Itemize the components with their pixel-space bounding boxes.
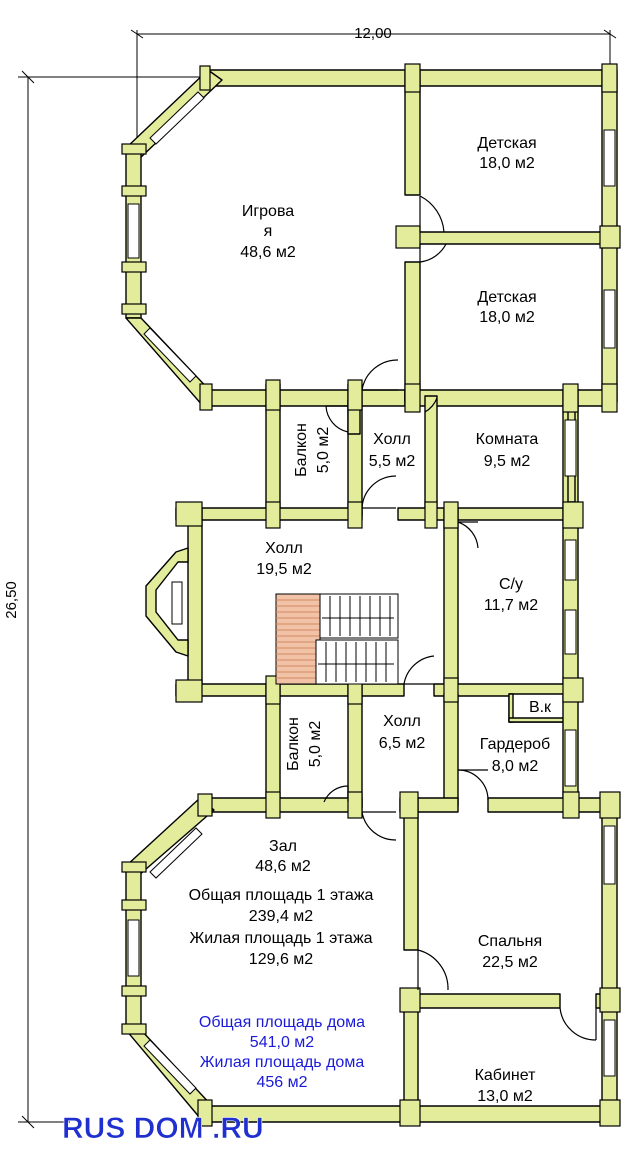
height-dimension: 26,50 [3, 581, 20, 619]
room-area: 8,0 м2 [492, 758, 539, 775]
floor-summary: Общая площадь 1 этажа 239,4 м2 Жилая пло… [189, 887, 374, 968]
room-name: Игрова [242, 203, 294, 220]
room-name: С/у [499, 576, 523, 593]
room-vk: В.к [529, 699, 552, 716]
room-name: Детская [477, 289, 536, 306]
room-zal: Зал 48,6 м2 [255, 838, 311, 875]
room-su: С/у 11,7 м2 [484, 576, 538, 614]
room-holl-mid: Холл 6,5 м2 [379, 713, 426, 752]
room-name: Зал [269, 838, 297, 855]
room-name: Спальня [478, 933, 542, 950]
windows [127, 91, 616, 1095]
room-name: Гардероб [480, 736, 550, 753]
room-area: 19,5 м2 [256, 561, 312, 578]
room-detskaya-2: Детская 18,0 м2 [477, 289, 536, 326]
room-area: 5,0 м2 [307, 721, 324, 768]
log-ends [121, 63, 621, 1127]
doors [323, 195, 597, 1041]
room-area: 48,6 м2 [255, 858, 311, 875]
room-area: 22,5 м2 [482, 954, 538, 971]
room-balkon-1: Балкон 5,0 м2 [293, 423, 332, 477]
room-name: Детская [477, 135, 536, 152]
room-komnata: Комната 9,5 м2 [476, 431, 539, 470]
room-area: 5,5 м2 [369, 453, 416, 470]
room-kabinet: Кабинет 13,0 м2 [475, 1067, 537, 1105]
room-area: 11,7 м2 [484, 597, 538, 614]
width-dimension: 12,00 [354, 25, 392, 42]
house-summary: Общая площадь дома 541,0 м2 Жилая площад… [199, 1014, 365, 1091]
room-name: Комната [476, 431, 539, 448]
room-name: я [264, 223, 273, 240]
room-name: Кабинет [475, 1067, 537, 1084]
staircase [275, 593, 399, 685]
floor-total-value: 239,4 м2 [249, 908, 313, 925]
room-garderob: Гардероб 8,0 м2 [480, 736, 550, 775]
room-holl-small: Холл 5,5 м2 [369, 431, 416, 470]
room-name: Балкон [293, 423, 310, 477]
room-detskaya-1: Детская 18,0 м2 [477, 135, 536, 172]
room-name: Холл [383, 713, 421, 730]
room-holl-big: Холл 19,5 м2 [256, 540, 312, 578]
house-total-label: Общая площадь дома [199, 1014, 365, 1031]
room-area: 6,5 м2 [379, 735, 426, 752]
site-logo: RUS DOM .RU [62, 1112, 264, 1145]
room-area: 13,0 м2 [477, 1088, 533, 1105]
floor-living-label: Жилая площадь 1 этажа [189, 930, 372, 947]
house-total-value: 541,0 м2 [250, 1034, 314, 1051]
dimension-lines [18, 29, 617, 1129]
room-name: В.к [529, 699, 552, 716]
floor-total-label: Общая площадь 1 этажа [189, 887, 374, 904]
room-balkon-2: Балкон 5,0 м2 [285, 717, 324, 771]
room-area: 5,0 м2 [315, 427, 332, 474]
floor-living-value: 129,6 м2 [249, 951, 313, 968]
room-igrovaya: Игрова я 48,6 м2 [240, 203, 296, 261]
room-area: 48,6 м2 [240, 244, 296, 261]
room-name: Холл [373, 431, 411, 448]
room-area: 18,0 м2 [479, 155, 535, 172]
room-area: 9,5 м2 [484, 453, 531, 470]
room-spalnya: Спальня 22,5 м2 [478, 933, 542, 971]
house-living-value: 456 м2 [256, 1074, 307, 1091]
room-name: Балкон [285, 717, 302, 771]
house-living-label: Жилая площадь дома [200, 1054, 365, 1071]
room-area: 18,0 м2 [479, 309, 535, 326]
room-name: Холл [265, 540, 303, 557]
